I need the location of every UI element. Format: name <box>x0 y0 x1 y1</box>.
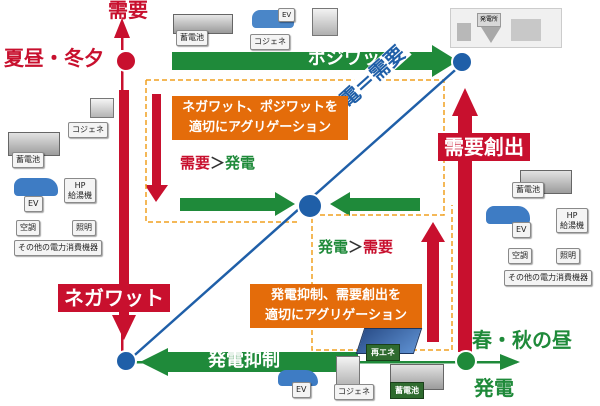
bottom-battery-tag: 蓄電池 <box>390 382 424 399</box>
suppress-label: 発電抑制 <box>208 350 280 371</box>
right-ac-tag: 空調 <box>508 248 532 264</box>
bottom-cogene-tag: コジェネ <box>334 384 374 400</box>
upper-compare: 需要＞発電 <box>180 154 256 172</box>
left-cogene-unit <box>90 98 114 118</box>
top-battery-tag: 蓄電池 <box>176 30 208 46</box>
bottom-cogene-unit <box>336 356 360 386</box>
demand-node <box>115 50 137 72</box>
left-cogene-tag: コジェネ <box>68 122 108 138</box>
upper-box-line1: ネガワット、ポジワットを <box>182 100 338 115</box>
left-hp-tag: HP 給湯機 <box>64 178 96 204</box>
top-cogene-tag: コジェネ <box>250 34 290 50</box>
left-battery-tag: 蓄電池 <box>12 152 44 168</box>
top-left-condition: 夏昼・冬夕 <box>4 46 104 70</box>
top-ev-tag: EV <box>278 8 296 23</box>
right-ev-tag: EV <box>512 222 531 238</box>
left-other-tag: その他の電力消費機器 <box>14 240 102 256</box>
balance-node-top <box>451 51 473 73</box>
lower-compare: 発電＞需要 <box>318 238 394 256</box>
bottom-right-condition: 春・秋の昼 <box>472 328 572 352</box>
nega-label: ネガワット <box>58 284 170 312</box>
demand-create-label: 需要創出 <box>438 133 530 161</box>
right-ev-car <box>486 206 530 224</box>
origin-node <box>115 350 137 372</box>
right-battery-tag: 蓄電池 <box>512 182 544 198</box>
demand-axis-label: 需要 <box>108 0 148 22</box>
left-ev-car <box>14 178 58 196</box>
right-hp-tag: HP 給湯機 <box>556 208 588 234</box>
left-ev-tag: EV <box>24 196 43 212</box>
bottom-ev-tag: EV <box>292 382 311 398</box>
power-plant-illustration: 発電所 <box>450 8 562 48</box>
lower-box-line2: 適切にアグリゲーション <box>264 308 408 323</box>
right-light-tag: 照明 <box>556 248 580 264</box>
lower-aggregation-box: 発電抑制、需要創出を 適切にアグリゲーション <box>250 284 422 328</box>
supply-node <box>455 350 477 372</box>
balance-line <box>127 63 463 362</box>
upper-aggregation-box: ネガワット、ポジワットを 適切にアグリゲーション <box>172 96 348 140</box>
suppress-arrow <box>140 348 358 376</box>
nega-arrow <box>112 90 136 340</box>
supply-axis-label: 発電 <box>474 376 514 400</box>
top-cogene-unit <box>312 8 338 36</box>
plant-caption: 発電所 <box>477 13 501 27</box>
lower-box-line1: 発電抑制、需要創出を <box>270 288 401 303</box>
inner-arrows <box>145 94 445 342</box>
right-other-tag: その他の電力消費機器 <box>504 270 592 286</box>
balance-node-center <box>297 193 323 219</box>
upper-box-line2: 適切にアグリゲーション <box>188 120 332 135</box>
bottom-renew-tag: 再エネ <box>366 344 400 361</box>
demand-create-arrow <box>452 88 478 352</box>
left-ac-tag: 空調 <box>16 220 40 236</box>
left-light-tag: 照明 <box>72 220 96 236</box>
